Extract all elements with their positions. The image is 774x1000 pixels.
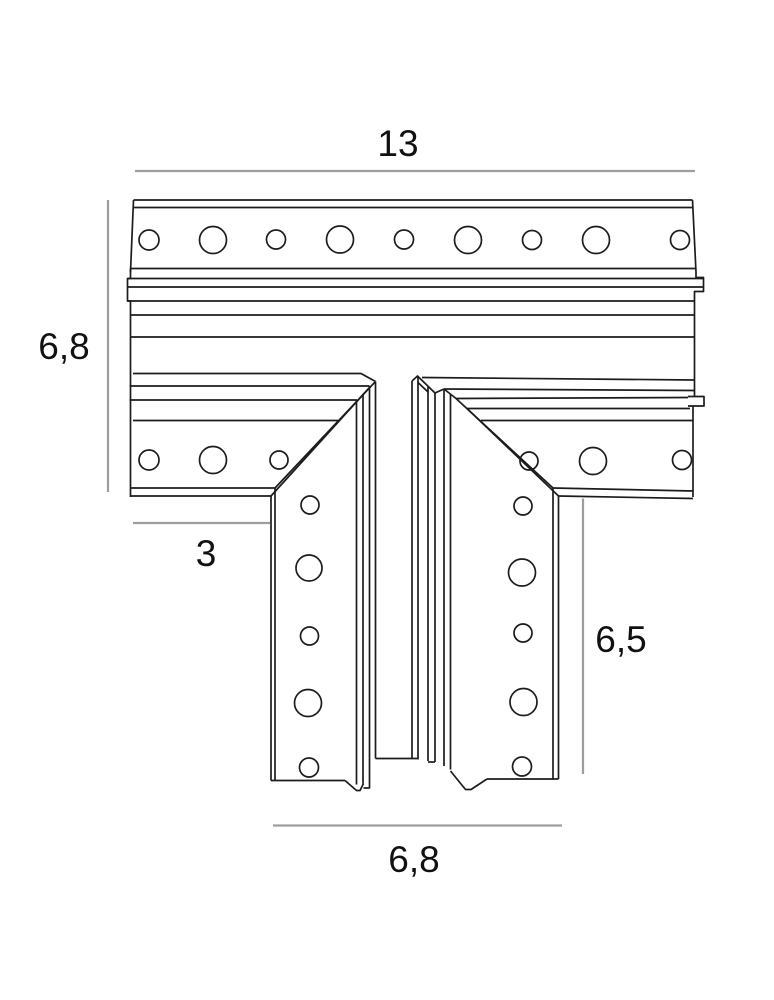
right-leg [449, 488, 560, 791]
left-corner-piece [130, 380, 377, 497]
dimension-lines [106, 169, 695, 827]
dimension-labels: 13 6,8 3 6,5 6,8 [38, 123, 646, 880]
left-leg [270, 381, 377, 792]
drill-holes [138, 225, 693, 778]
dim-label-left-branch: 3 [196, 533, 217, 574]
dim-label-bottom-width: 6,8 [388, 839, 439, 880]
profile-lines [129, 372, 695, 401]
top-rail [126, 199, 705, 497]
dim-label-left-height: 6,8 [38, 326, 89, 367]
dim-label-top-width: 13 [377, 123, 418, 164]
right-corner-piece [455, 395, 705, 500]
connector-outline [126, 199, 705, 792]
dim-label-right-height: 6,5 [595, 619, 646, 660]
centre-channel [375, 375, 457, 770]
